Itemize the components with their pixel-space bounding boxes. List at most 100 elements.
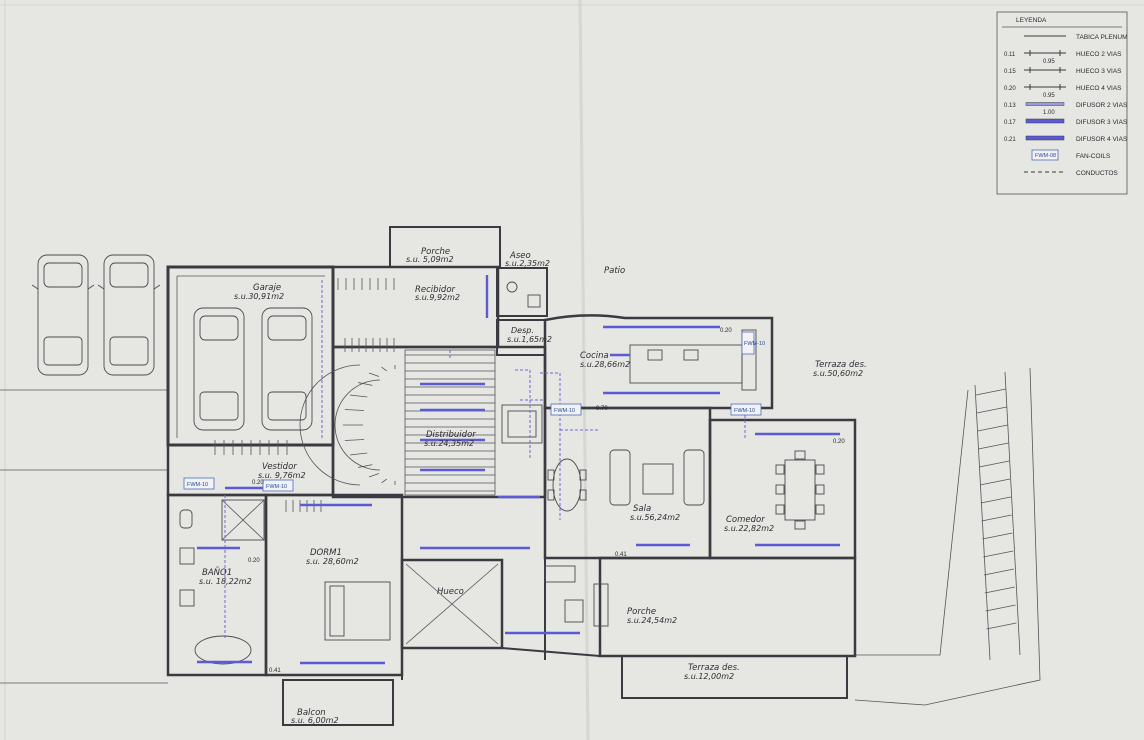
legend-row-0: TABICA PLENUM: [1024, 34, 1128, 41]
legend-num: 0.15: [1004, 69, 1016, 75]
stair-ramp-right: [1004, 371, 1021, 656]
legend-row-2: 0.15 HUECO 3 VIAS: [1004, 67, 1122, 75]
svg-text:0.41: 0.41: [615, 552, 627, 558]
legend-sub: 1.00: [1043, 110, 1055, 116]
label-vestidor: Vestidor: [262, 462, 297, 472]
site-line-right: [855, 389, 969, 656]
parked-cars: [31, 254, 161, 376]
legend-num: 0.21: [1004, 137, 1016, 143]
label-bano: BAÑO1: [202, 567, 232, 578]
label-comedor: Comedor: [726, 515, 765, 525]
car-outside-1: [31, 254, 95, 376]
fancoil-cocina-right[interactable]: FWM-10: [741, 331, 765, 355]
paper-fold: [578, 0, 590, 740]
area-porche-bottom: s.u.24,54m2: [627, 616, 677, 625]
legend-label: DIFUSOR 4 VIAS: [1076, 136, 1128, 143]
terraza-bottom-walls: [621, 655, 848, 699]
hueco-walls: [400, 558, 504, 650]
svg-text:0.20: 0.20: [833, 439, 845, 445]
legend-sub: 0.95: [1043, 93, 1055, 99]
label-desp: Desp.: [511, 326, 534, 335]
svg-text:FWM-10: FWM-10: [734, 408, 755, 414]
fancoil-vestidor-1[interactable]: FWM-10: [183, 477, 215, 490]
legend-fancoil-tag: FWM-08: [1035, 153, 1056, 159]
fancoil-vestidor-2[interactable]: FWM-10: [262, 479, 294, 492]
label-dorm: DORM1: [310, 548, 342, 558]
area-garaje: s.u.30,91m2: [234, 292, 284, 301]
area-terraza-bottom: s.u.12,00m2: [684, 672, 734, 681]
legend-row-1: 0.11 0.95 HUECO 2 VIAS: [1004, 50, 1122, 65]
svg-text:0.20: 0.20: [248, 558, 260, 564]
label-terraza-des: Terraza des.: [815, 360, 867, 370]
label-balcon: Balcon: [297, 708, 326, 718]
svg-text:FWM-10: FWM-10: [187, 482, 208, 488]
area-comedor: s.u.22,82m2: [724, 524, 774, 533]
legend-label: HUECO 4 VIAS: [1076, 85, 1122, 92]
label-cocina: Cocina: [580, 351, 609, 361]
shower: [221, 499, 265, 541]
site-boundary-right: [854, 367, 1041, 706]
svg-text:0.20: 0.20: [720, 328, 732, 334]
furniture: [179, 281, 825, 665]
fancoil-cocina[interactable]: FWM-10: [550, 403, 582, 416]
svg-text:0.70: 0.70: [596, 406, 608, 412]
label-porche-top: Porche: [421, 247, 450, 257]
legend-label: CONDUCTOS: [1076, 170, 1118, 177]
legend-row-8: CONDUCTOS: [1024, 170, 1118, 177]
sofa-left: [609, 449, 631, 506]
duct-flex: [515, 369, 531, 460]
legend-num: 0.20: [1004, 86, 1016, 92]
svg-text:FWM-10: FWM-10: [266, 484, 287, 490]
car-outside-2: [97, 254, 161, 376]
legend-label: HUECO 2 VIAS: [1076, 51, 1122, 58]
area-desp: s.u.1,65m2: [507, 335, 552, 344]
stair-ramp-left: [974, 384, 991, 661]
toilet: [179, 509, 193, 529]
salon-walls: [543, 406, 712, 560]
legend-num: 0.11: [1004, 52, 1016, 58]
area-terraza-des: s.u.50,60m2: [813, 369, 863, 378]
area-balcon: s.u. 6,00m2: [291, 716, 339, 725]
label-patio: Patio: [604, 266, 625, 276]
spiral-stair: [299, 364, 396, 486]
fan-coils: FWM-10 FWM-10 FWM-10 FWM-10 FWM-10: [183, 331, 765, 492]
legend-title: LEYENDA: [1016, 17, 1047, 24]
cocina-walls: [543, 314, 774, 410]
balcon-walls: [282, 679, 394, 726]
sofa-right: [683, 449, 705, 506]
recibidor-stairs: [214, 278, 395, 455]
distribuidor-walls: [331, 345, 547, 499]
svg-text:FWM-10: FWM-10: [554, 408, 575, 414]
label-porche-bottom: Porche: [627, 607, 656, 617]
legend-sub: 0.95: [1043, 59, 1055, 65]
area-dorm: s.u. 28,60m2: [306, 557, 359, 566]
kitchen-island: [629, 344, 743, 384]
dorm-walls: [264, 493, 404, 677]
room-labels: Porche s.u. 5,09m2 Aseo s.u.2,35m2 Patio…: [199, 247, 867, 725]
hvac-ducts: [197, 275, 840, 665]
aseo-walls: [496, 267, 548, 317]
legend-label: HUECO 3 VIAS: [1076, 68, 1122, 75]
bathtub: [194, 635, 252, 665]
straight-stairs: [404, 349, 496, 496]
legend-num: 0.17: [1004, 120, 1016, 126]
label-garaje: Garaje: [253, 283, 281, 293]
area-cocina: s.u.28,66m2: [580, 360, 630, 369]
site-lines: [0, 367, 1041, 706]
legend-label: TABICA PLENUM: [1076, 34, 1128, 41]
dining-table: [784, 459, 816, 521]
svg-text:FWM-10: FWM-10: [744, 341, 765, 347]
label-hueco: Hueco: [437, 587, 464, 597]
fancoil-comedor[interactable]: FWM-10: [730, 403, 762, 416]
oval-table: [552, 458, 582, 512]
area-vestidor: s.u. 9,76m2: [258, 471, 306, 480]
label-recibidor: Recibidor: [415, 285, 456, 295]
ramp-steps: [975, 388, 1017, 630]
area-bano: s.u. 18,22m2: [199, 577, 252, 586]
bed: [324, 581, 391, 641]
area-recibidor: s.u.9,92m2: [415, 293, 460, 302]
